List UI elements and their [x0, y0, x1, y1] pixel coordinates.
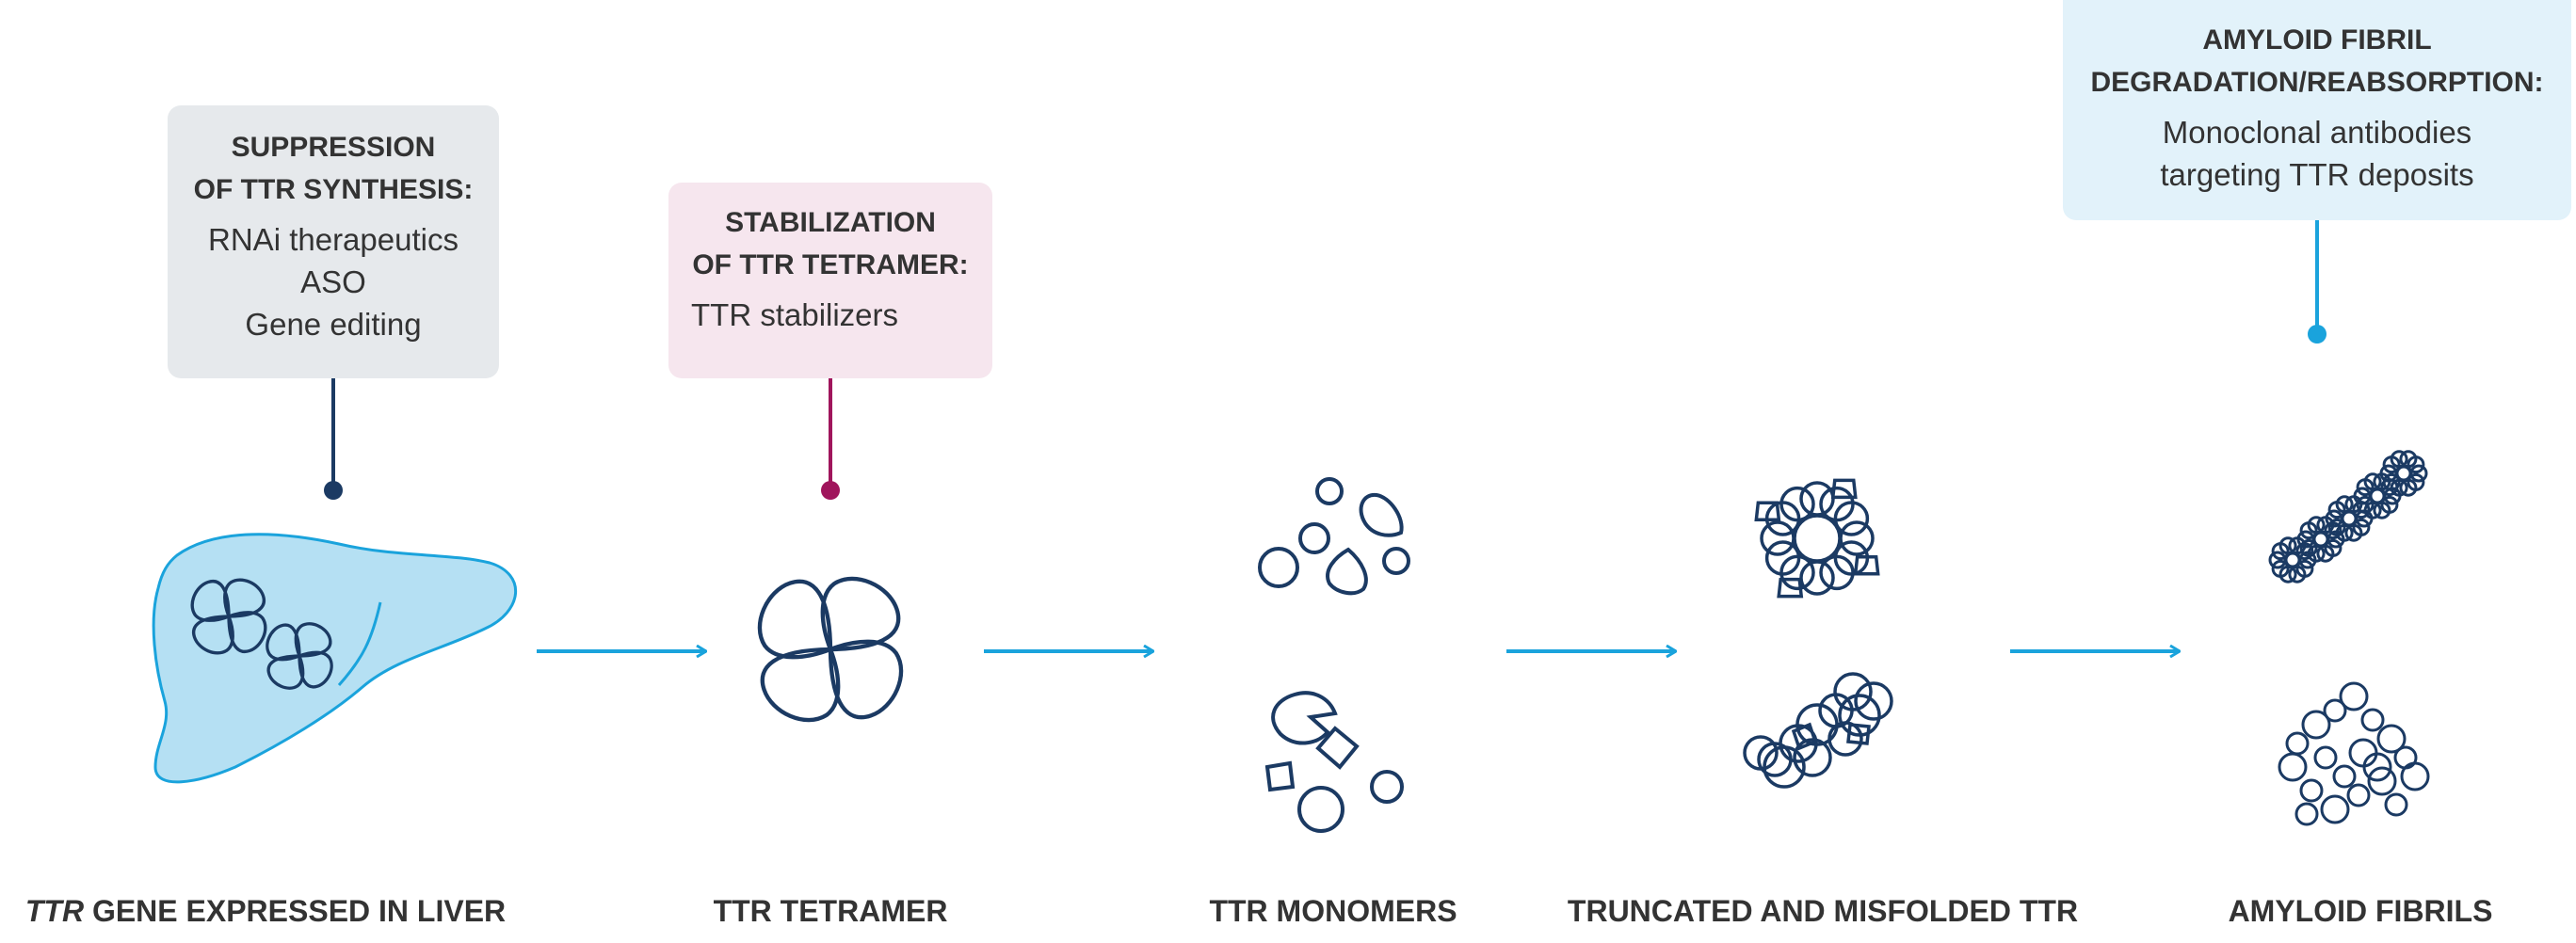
stabilization-title: STABILIZATION OF TTR TETRAMER:	[692, 207, 969, 280]
label-liver-gene: TTR	[24, 894, 85, 928]
label-misfolded: TRUNCATED AND MISFOLDED TTR	[1567, 894, 2079, 928]
label-fibrils: AMYLOID FIBRILS	[2228, 894, 2493, 928]
stabilization-box: STABILIZATION OF TTR TETRAMER: TTR stabi…	[668, 183, 992, 378]
liver-icon	[152, 533, 517, 784]
label-liver: TTR GENE EXPRESSED IN LIVER	[25, 894, 506, 929]
stabilization-connector	[821, 378, 840, 500]
ttr-tetramer-icon	[748, 567, 913, 732]
degradation-items: Monoclonal antibodies targeting TTR depo…	[2160, 115, 2474, 192]
degradation-title: AMYLOID FIBRIL DEGRADATION/REABSORPTION:	[2090, 24, 2544, 98]
suppression-box: SUPPRESSION OF TTR SYNTHESIS: RNAi thera…	[168, 105, 499, 378]
label-liver-text: GENE EXPRESSED IN LIVER	[84, 894, 507, 928]
ttr-monomers-icon	[1258, 477, 1410, 833]
label-tetramer: TTR TETRAMER	[713, 894, 948, 928]
degradation-box: AMYLOID FIBRIL DEGRADATION/REABSORPTION:…	[2063, 0, 2571, 220]
label-monomers: TTR MONOMERS	[1209, 894, 1457, 928]
degradation-connector	[2308, 220, 2326, 344]
misfolded-ttr-icon	[1743, 478, 1893, 789]
suppression-title: SUPPRESSION OF TTR SYNTHESIS:	[193, 132, 474, 205]
stabilization-items: TTR stabilizers	[691, 297, 899, 332]
suppression-connector	[324, 378, 343, 500]
amyloid-fibril-icon	[2268, 450, 2430, 826]
suppression-items: RNAi therapeutics ASO Gene editing	[208, 222, 459, 342]
